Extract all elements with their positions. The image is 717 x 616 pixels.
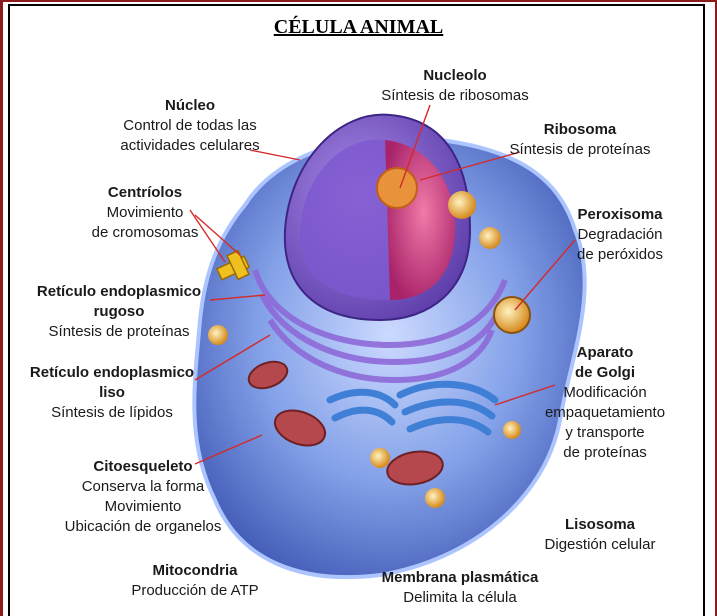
label-nucleolo-name: Nucleolo [370,66,540,86]
label-ribosoma: Ribosoma Síntesis de proteínas [505,120,655,160]
label-centriolos-name: Centríolos [85,183,205,203]
nucleolus-mark [377,168,417,208]
label-golgi-desc3: y transporte [530,423,680,443]
label-citoesqueleto-desc1: Conserva la forma [48,477,238,497]
label-golgi-name1: Aparato [530,343,680,363]
label-citoesqueleto-desc3: Ubicación de organelos [48,517,238,537]
label-nucleolo: Nucleolo Síntesis de ribosomas [370,66,540,106]
label-nucleo-desc1: Control de todas las [110,116,270,136]
label-membrana-desc1: Delimita la célula [360,588,560,608]
label-golgi-desc1: Modificación [530,383,680,403]
label-golgi-name2: de Golgi [530,363,680,383]
label-golgi: Aparato de Golgi Modificación empaquetam… [530,343,680,463]
label-peroxisoma-desc1: Degradación [555,225,685,245]
label-peroxisoma-name: Peroxisoma [555,205,685,225]
label-nucleolo-desc1: Síntesis de ribosomas [370,86,540,106]
label-membrana-name: Membrana plasmática [360,568,560,588]
label-citoesqueleto-name: Citoesqueleto [48,457,238,477]
label-citoesqueleto-desc2: Movimiento [48,497,238,517]
label-lisosoma-name: Lisosoma [520,515,680,535]
label-rer-name1: Retículo endoplasmico [14,282,224,302]
label-golgi-desc4: de proteínas [530,443,680,463]
label-rel-name1: Retículo endoplasmico [12,363,212,383]
label-rer-name2: rugoso [14,302,224,322]
label-mitocondria: Mitocondria Producción de ATP [120,561,270,601]
label-peroxisoma: Peroxisoma Degradación de peróxidos [555,205,685,265]
label-golgi-desc2: empaquetamiento [530,403,680,423]
label-ribosoma-desc1: Síntesis de proteínas [505,140,655,160]
label-centriolos-desc1: Movimiento [85,203,205,223]
label-nucleo: Núcleo Control de todas las actividades … [110,96,270,156]
label-rel-name2: liso [12,383,212,403]
label-rer-desc1: Síntesis de proteínas [14,322,224,342]
label-nucleo-name: Núcleo [110,96,270,116]
label-rel-desc1: Síntesis de lípidos [12,403,212,423]
label-centriolos-desc2: de cromosomas [85,223,205,243]
label-rel: Retículo endoplasmico liso Síntesis de l… [12,363,212,423]
label-mitocondria-desc1: Producción de ATP [120,581,270,601]
label-peroxisoma-desc2: de peróxidos [555,245,685,265]
label-lisosoma: Lisosoma Digestión celular [520,515,680,555]
label-citoesqueleto: Citoesqueleto Conserva la forma Movimien… [48,457,238,537]
label-nucleo-desc2: actividades celulares [110,136,270,156]
label-centriolos: Centríolos Movimiento de cromosomas [85,183,205,243]
label-lisosoma-desc1: Digestión celular [520,535,680,555]
label-rer: Retículo endoplasmico rugoso Síntesis de… [14,282,224,342]
label-ribosoma-name: Ribosoma [505,120,655,140]
label-mitocondria-name: Mitocondria [120,561,270,581]
label-membrana: Membrana plasmática Delimita la célula [360,568,560,608]
